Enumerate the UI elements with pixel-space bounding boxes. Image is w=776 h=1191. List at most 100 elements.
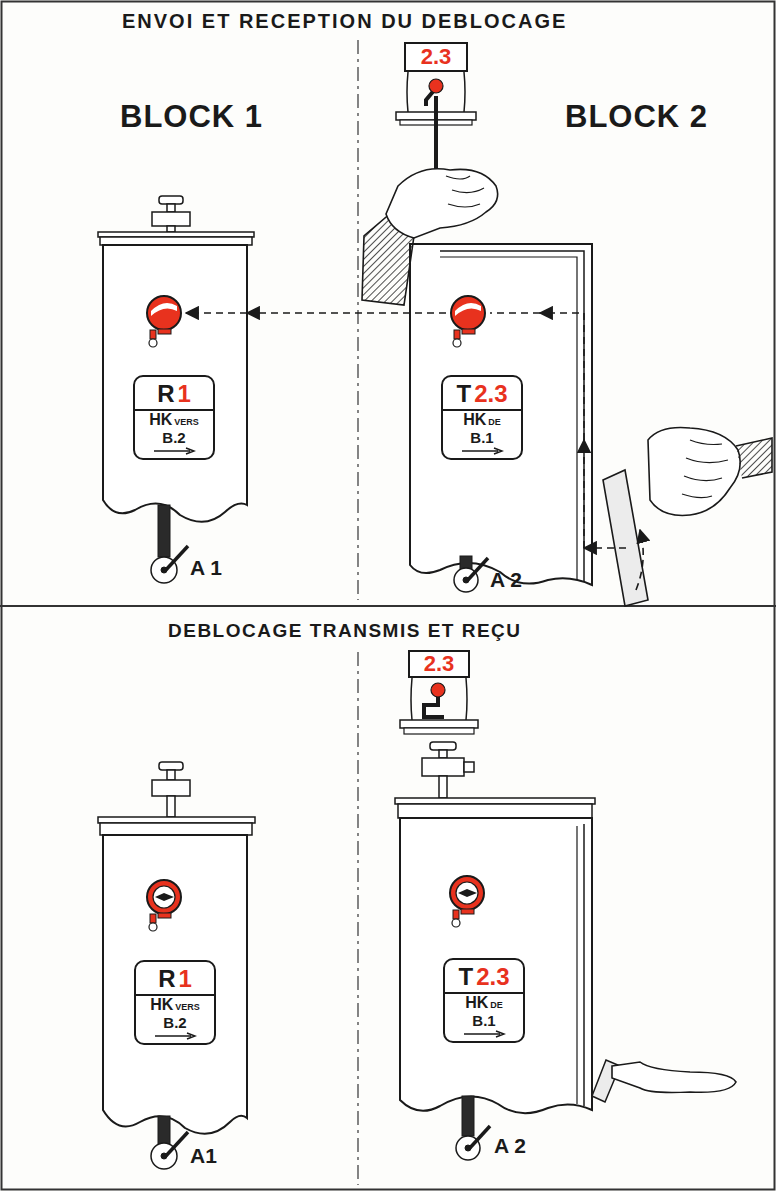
block-instrument-1-part	[103, 835, 247, 1134]
block-instrument-1-part	[167, 226, 175, 232]
section-heading-text: DEBLOCAGE TRANSMIS ET REÇU	[168, 620, 522, 641]
block-instrument-2	[410, 244, 592, 592]
block-instrument-1-part	[161, 1153, 167, 1159]
frame-part	[357, 40, 358, 600]
block-instrument-1	[98, 762, 255, 1169]
block-heading: BLOCK 1	[120, 99, 263, 135]
block-instrument-2-part	[462, 1096, 474, 1136]
block-instrument-2-part	[410, 244, 592, 585]
block-instrument-1-part	[152, 212, 190, 226]
indicator-white-part	[149, 923, 157, 931]
plate-word: VERS	[174, 417, 199, 427]
block-instrument-2-part	[400, 818, 592, 1113]
release-window-part	[424, 696, 444, 717]
release-path-part	[540, 313, 584, 440]
block-instrument-1-part	[161, 567, 167, 573]
plate-number: 1	[178, 965, 191, 992]
plate-letter: R	[157, 380, 174, 407]
block-instrument-1	[98, 196, 254, 583]
indicator-red-part	[454, 330, 460, 339]
lever-label: A1	[190, 1144, 217, 1168]
plate-row: B.1	[449, 429, 515, 447]
plate-letter: R	[158, 965, 175, 992]
plate-letter: T	[456, 380, 471, 407]
block-instrument-2-part	[395, 798, 595, 804]
block-instrument-2-part	[463, 577, 469, 583]
block-instrument-1-part	[159, 762, 183, 770]
block-instrument-2-part	[422, 758, 464, 776]
hand-part	[386, 169, 498, 238]
instrument-plate: R1HKVERSB.2	[134, 960, 216, 1045]
plate-row: R1	[135, 379, 213, 411]
direction-arrow	[460, 447, 504, 455]
block-instrument-1-part	[167, 770, 175, 780]
block-instrument-1-part	[158, 505, 170, 557]
direction-arrow	[462, 1030, 506, 1038]
instrument-plate: T2.3HKDEB.1	[441, 375, 523, 460]
block-instrument-2-part	[439, 776, 447, 798]
crank-part	[682, 440, 728, 498]
indicator-red-part	[151, 303, 177, 316]
release-path-part	[410, 312, 446, 314]
indicator-white-part	[456, 882, 478, 904]
title-text: ENVOI ET RECEPTION DU DEBLOCAGE	[122, 10, 567, 32]
release-path-part	[636, 530, 643, 590]
lever-label: A 1	[190, 556, 222, 580]
plate-code: HK	[149, 411, 172, 428]
lever-label-text: A1	[190, 1144, 217, 1167]
plate-row: B.2	[142, 1014, 208, 1032]
plate-word: DE	[490, 1000, 503, 1010]
release-number: 2.3	[404, 42, 468, 72]
block-instrument-2-part	[398, 804, 592, 818]
block-instrument-1-part	[103, 245, 247, 522]
release-window-part	[431, 683, 445, 697]
indicator-white-part	[147, 880, 181, 914]
indicator-white-part	[153, 886, 175, 908]
block-instrument-2-part	[440, 257, 577, 580]
frame-part	[0, 605, 776, 607]
block-heading: BLOCK 2	[565, 99, 708, 135]
instrument-plate: R1HKVERS B.2	[133, 375, 215, 460]
plate-row: HKDE	[451, 994, 517, 1012]
indicator-red-part	[147, 296, 181, 330]
lever-label-text: A 1	[190, 556, 222, 579]
indicator-red-part	[451, 296, 485, 330]
release-window-part	[407, 72, 408, 112]
release-path-part	[186, 312, 247, 314]
release-window-part	[404, 728, 474, 734]
block-instrument-1-part	[158, 1116, 170, 1144]
frame-part	[357, 652, 358, 1185]
block-instrument-2-part	[583, 824, 585, 1106]
plate-row: B.1	[451, 1012, 517, 1030]
release-number-text: 2.3	[424, 653, 455, 675]
title: ENVOI ET RECEPTION DU DEBLOCAGE	[122, 10, 567, 33]
block-instrument-1-part	[164, 546, 188, 572]
release-window-part	[400, 720, 478, 728]
block-instrument-2	[395, 742, 736, 1160]
indicator-white-part	[453, 910, 459, 919]
block-instrument-1-part	[100, 237, 252, 245]
plate-row: R1	[136, 964, 214, 996]
release-window-part	[429, 79, 443, 93]
release-window-part	[464, 72, 465, 112]
indicator-white	[147, 880, 181, 931]
block-instrument-1-part	[164, 1132, 188, 1158]
release-arrow	[247, 312, 410, 314]
lever-label: A 2	[494, 1134, 526, 1158]
block-instrument-2-part	[465, 1145, 471, 1151]
block-instrument-1-part	[100, 823, 252, 835]
release-path-part	[490, 312, 540, 314]
plate-row: T2.3	[443, 379, 521, 411]
indicator-white-part	[450, 876, 484, 910]
instrument-plate: T2.3HKDEB.1	[443, 958, 525, 1043]
plate-code: HK	[465, 994, 488, 1011]
plate-word: VERS	[175, 1002, 200, 1012]
indicator-red	[451, 296, 485, 347]
release-path-part	[583, 440, 585, 548]
indicator-white-part	[452, 919, 460, 927]
plate-letter: T	[458, 963, 473, 990]
block-instrument: BLOCK 1R1HKVERSB.2	[103, 95, 247, 525]
plate-target: B.2	[162, 429, 185, 446]
